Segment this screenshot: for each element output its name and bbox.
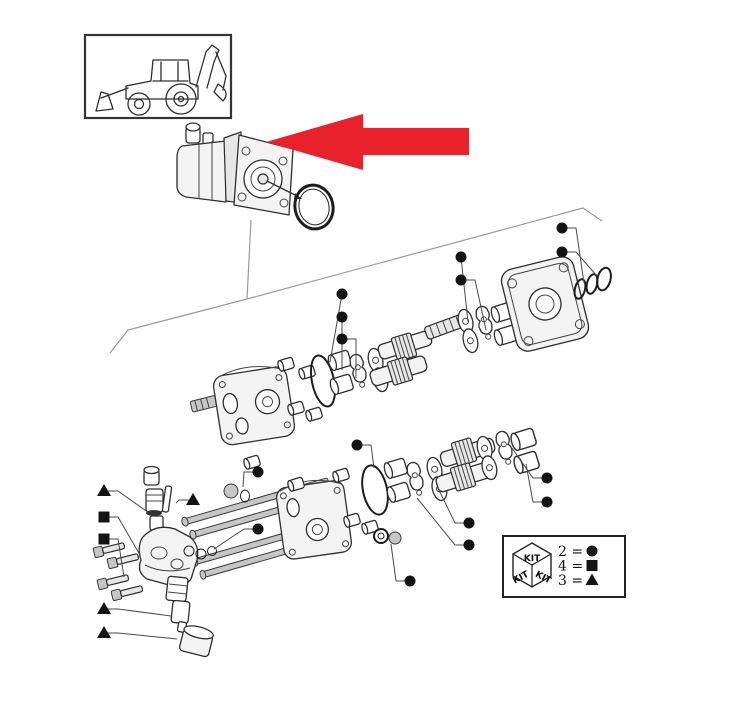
leader-line [104, 632, 178, 640]
red-callout-arrow [266, 114, 469, 170]
machine-thumbnail-box [83, 33, 233, 120]
relief-valve-assembly [92, 465, 250, 658]
leader-line [390, 543, 410, 582]
legend-triangle-icon [585, 573, 599, 585]
legend-circle-icon [586, 545, 598, 557]
kit-dot-marker [404, 575, 416, 587]
upper-pump-body [212, 366, 296, 446]
legend-qty-text: 3 = [558, 573, 583, 589]
leader-line [416, 497, 469, 546]
leader-line [104, 608, 172, 617]
kit-dot-marker [541, 496, 553, 508]
kit-dot-marker [351, 439, 363, 451]
callout-markers-layer [97, 222, 598, 640]
legend-qty-text: 4 = [558, 559, 583, 575]
seal-band [146, 510, 162, 516]
kit-dot-marker [463, 517, 475, 529]
kit-dot-marker [336, 288, 348, 300]
upper-rear-cover [500, 256, 590, 352]
kit-dot-marker [336, 311, 348, 323]
kit-cube-icon: KIT KIT KIT [511, 542, 553, 588]
kit-square-marker [98, 533, 110, 545]
main-o-ring [293, 183, 335, 231]
backhoe-loader-drawing [95, 44, 227, 116]
kit-dot-marker [455, 274, 467, 286]
hydraulic-pump-illustration [176, 122, 302, 216]
kit-dot-marker [336, 333, 348, 345]
legend-qty-text: 2 = [558, 544, 583, 560]
kit-legend-box: KIT KIT KIT 2 =4 =3 = [502, 535, 626, 598]
leader-line [460, 256, 469, 323]
kit-square-marker [98, 511, 110, 523]
kit-triangle-marker [186, 493, 200, 505]
lower-gasket-o-ring [361, 464, 389, 516]
kit-cube-label-top: KIT [524, 554, 541, 564]
kit-dot-marker [556, 222, 568, 234]
kit-dot-marker [556, 246, 568, 258]
divider-lines [109, 207, 603, 354]
upper-pump-exploded-assembly [189, 256, 612, 446]
kit-dot-marker [463, 539, 475, 551]
lower-pump-body [275, 479, 353, 560]
kit-triangle-marker [97, 484, 111, 496]
lower-pump-exploded-assembly [180, 426, 541, 581]
kit-dot-marker [455, 251, 467, 263]
kit-triangle-marker [97, 602, 111, 614]
legend-square-icon [586, 560, 598, 571]
leader-line [329, 293, 343, 363]
kit-triangle-marker [97, 626, 111, 638]
kit-dot-marker [541, 472, 553, 484]
thumbnail-border [83, 33, 233, 120]
upper-gear-set [369, 313, 468, 387]
kit-dot-marker [252, 523, 264, 535]
leader-line [175, 499, 193, 504]
pump-shaft-line [266, 180, 298, 197]
kit-dot-marker [252, 466, 264, 478]
kit-legend-rows: 2 =4 =3 = [558, 544, 599, 589]
leader-line [104, 490, 150, 514]
